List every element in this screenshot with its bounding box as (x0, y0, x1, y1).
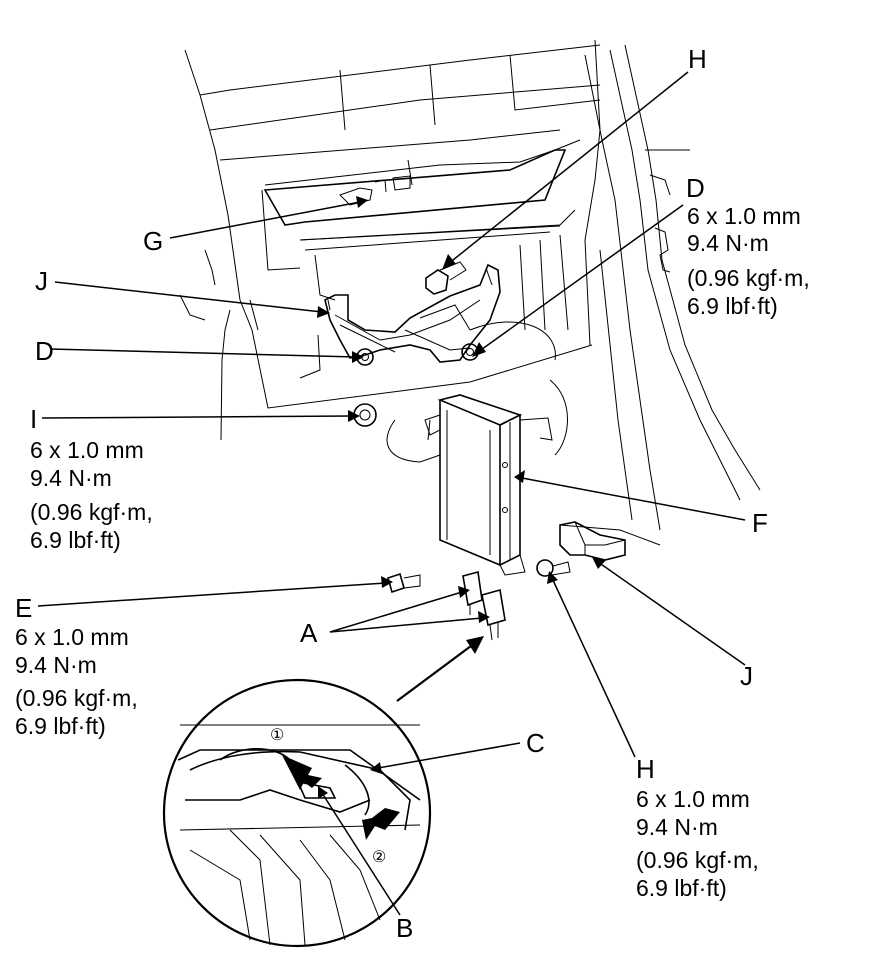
harness-wires (386, 321, 568, 463)
label-b: B (396, 913, 413, 943)
detail-pointer (396, 636, 484, 702)
control-module-f (424, 394, 553, 576)
spec-e-line: 6 x 1.0 mm (15, 624, 129, 650)
spec-e-line: 9.4 N·m (15, 652, 97, 678)
label-g: G (143, 226, 163, 256)
spec-e-line: 6.9 lbf·ft) (15, 713, 106, 739)
spec-i-line: 6 x 1.0 mm (30, 437, 144, 463)
bolt-e (387, 572, 421, 594)
bolt-h-bottom (536, 559, 571, 577)
spec-d-line: (0.96 kgf·m, (687, 265, 810, 291)
label-j-left: J (35, 266, 48, 296)
label-i: I (30, 404, 37, 434)
dashboard-outline (179, 39, 601, 441)
spec-h-line: (0.96 kgf·m, (636, 847, 759, 873)
label-c: C (526, 728, 545, 758)
spec-e: 6 x 1.0 mm 9.4 N·m (0.96 kgf·m, 6.9 lbf·… (15, 624, 138, 739)
connectors-a (462, 570, 506, 641)
leader-lines (37, 71, 746, 916)
detail-view (162, 678, 432, 948)
spec-h: 6 x 1.0 mm 9.4 N·m (0.96 kgf·m, 6.9 lbf·… (636, 786, 759, 901)
door-pillar-outline (559, 44, 761, 546)
spec-d-line: 6 x 1.0 mm (687, 203, 801, 229)
spec-i-line: 9.4 N·m (30, 465, 112, 491)
label-a: A (300, 618, 318, 648)
spec-h-line: 6.9 lbf·ft) (636, 875, 727, 901)
step-one-marker: ① (270, 727, 284, 744)
label-j-right: J (740, 661, 753, 691)
connector-slot (263, 149, 567, 241)
label-d-left: D (35, 336, 54, 366)
spec-i: 6 x 1.0 mm 9.4 N·m (0.96 kgf·m, 6.9 lbf·… (30, 437, 153, 553)
label-e: E (15, 593, 32, 623)
spec-h-line: 6 x 1.0 mm (636, 786, 750, 812)
spec-i-line: (0.96 kgf·m, (30, 499, 153, 525)
spec-h-line: 9.4 N·m (636, 814, 718, 840)
mounting-bracket (324, 263, 501, 366)
spec-d: 6 x 1.0 mm 9.4 N·m (0.96 kgf·m, 6.9 lbf·… (687, 203, 810, 319)
bracket-j-right (559, 521, 626, 561)
label-f: F (752, 508, 768, 538)
label-h-top: H (688, 44, 707, 74)
spec-e-line: (0.96 kgf·m, (15, 685, 138, 711)
label-h-bottom: H (636, 754, 655, 784)
spec-d-line: 9.4 N·m (687, 230, 769, 256)
step-two-marker: ② (372, 849, 386, 866)
label-d-right: D (686, 173, 705, 203)
spec-i-line: 6.9 lbf·ft) (30, 527, 121, 553)
spec-d-line: 6.9 lbf·ft) (687, 293, 778, 319)
